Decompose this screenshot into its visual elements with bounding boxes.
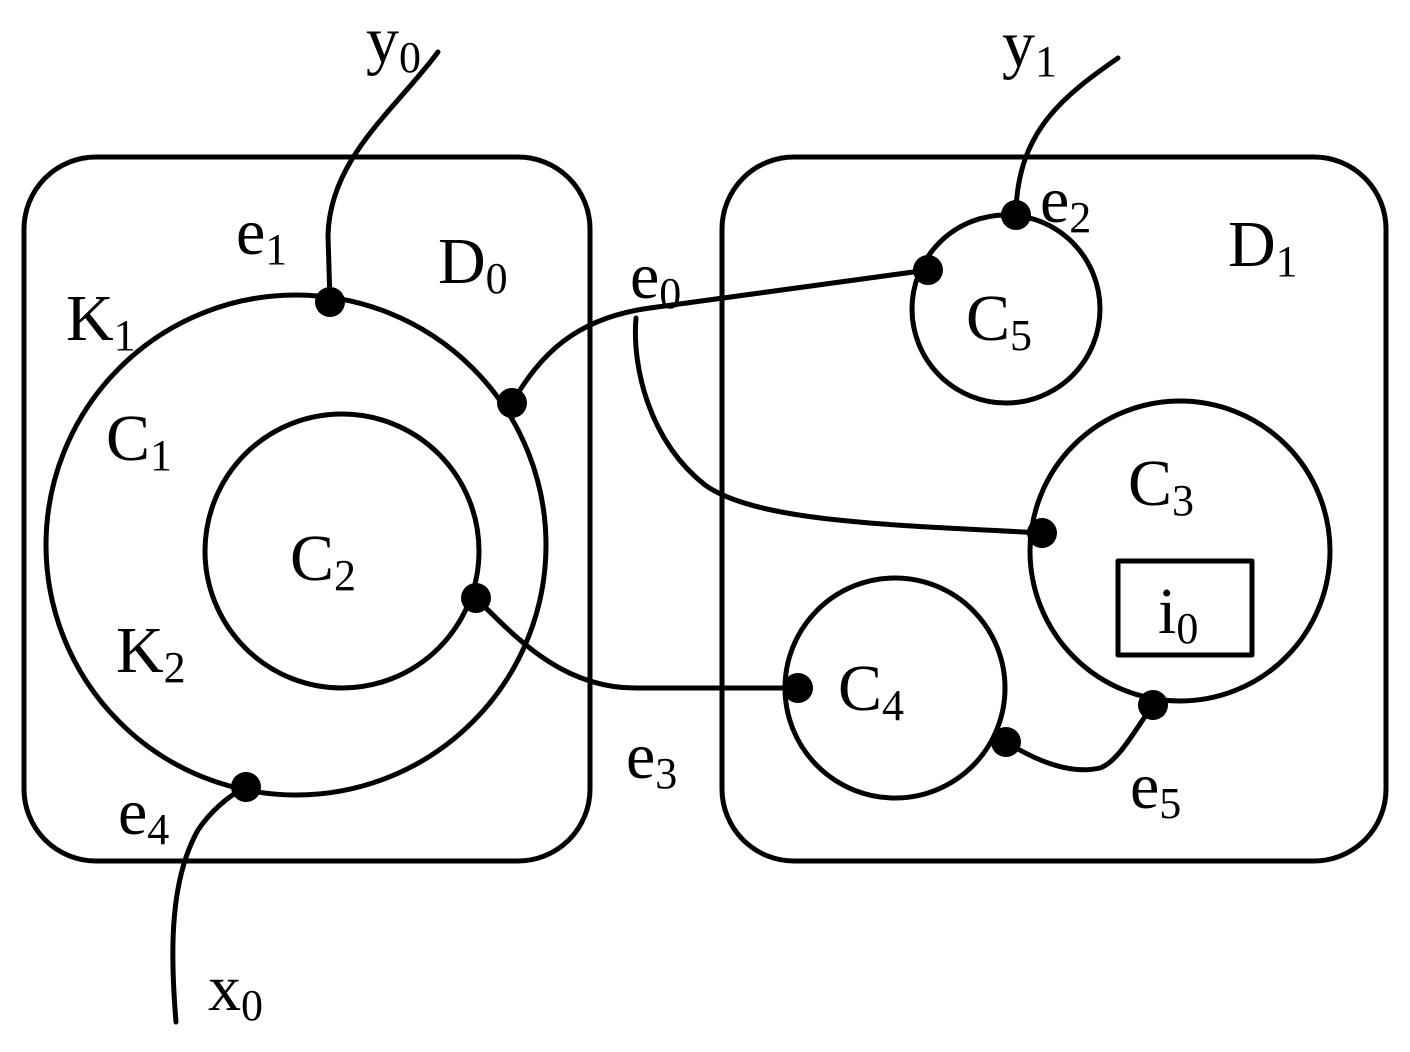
label-k1: K1: [66, 282, 136, 360]
port-e2-c5: [1001, 200, 1031, 230]
port-e5-c3: [1138, 690, 1168, 720]
label-c3: C3: [1128, 447, 1194, 525]
label-c4: C4: [838, 652, 904, 730]
label-e4: e4: [118, 776, 169, 854]
label-d0: D0: [438, 225, 508, 303]
domain-d1-box: [719, 154, 1389, 864]
label-k2: K2: [116, 614, 186, 692]
wire-e0-c3: [632, 315, 1045, 536]
cell-c1-circle: [43, 292, 549, 798]
wire-e0-c1-c5: [509, 267, 931, 406]
item-i0-box: [1115, 558, 1255, 658]
wire-x0-e4: [170, 784, 249, 1025]
cell-c2-circle: [202, 411, 482, 691]
port-e5-c4: [991, 727, 1021, 757]
label-e2: e2: [1040, 164, 1091, 242]
label-e1: e1: [236, 196, 287, 274]
label-e0: e0: [630, 240, 681, 318]
wire-e3-c2-c4: [473, 595, 801, 691]
cell-c3-circle: [1027, 398, 1333, 704]
label-c5: C5: [966, 282, 1032, 360]
wire-y0-e1: [325, 49, 441, 305]
port-e1-c1: [315, 287, 345, 317]
label-y0: y0: [366, 4, 421, 82]
label-c2: C2: [290, 522, 356, 600]
label-e3: e3: [626, 720, 677, 798]
domain-d0-box: [21, 154, 593, 864]
wire-e5-c4-c3: [1003, 702, 1156, 773]
port-e4-c1: [231, 772, 261, 802]
wire-y1-e2: [1013, 55, 1121, 215]
port-e0-c5: [913, 255, 943, 285]
port-e0-c1: [497, 388, 527, 418]
label-x0: x0: [208, 952, 263, 1030]
label-i0: i0: [1158, 575, 1198, 653]
label-e5: e5: [1130, 750, 1181, 828]
port-e3-c2: [461, 583, 491, 613]
label-y1: y1: [1002, 8, 1057, 86]
label-c1: C1: [106, 402, 172, 480]
port-e3-c4: [783, 673, 813, 703]
label-d1: D1: [1228, 208, 1298, 286]
port-e0-c3: [1027, 518, 1057, 548]
